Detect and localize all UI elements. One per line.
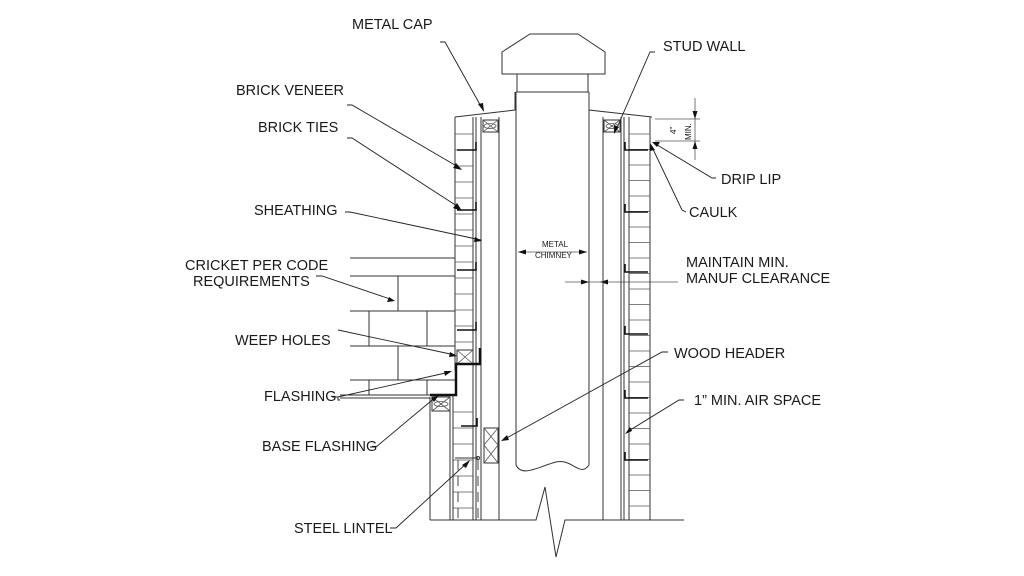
label-base-flashing: BASE FLASHING xyxy=(262,439,377,455)
label-sheathing: SHEATHING xyxy=(254,203,338,219)
dim-unit: MIN. xyxy=(684,123,693,140)
label-wood-header: WOOD HEADER xyxy=(674,346,785,362)
label-flashing: FLASHING xyxy=(264,389,337,405)
label-maintain-line2: MANUF CLEARANCE xyxy=(686,271,831,287)
label-weep-holes: WEEP HOLES xyxy=(235,333,331,349)
steel-lintel xyxy=(455,456,480,518)
metal-chimney-label-line2: CHIMNEY xyxy=(535,251,573,260)
metal-chimney-pipe xyxy=(515,92,590,472)
dim-value: 4" xyxy=(669,127,678,134)
label-drip-lip: DRIP LIP xyxy=(721,172,781,188)
label-maintain-line1: MAINTAIN MIN. xyxy=(686,255,789,271)
cricket-roof-courses xyxy=(340,257,455,399)
base-break-line xyxy=(430,486,684,558)
left-brick-ties xyxy=(457,142,478,427)
right-chase-framing xyxy=(602,117,651,520)
label-caulk: CAULK xyxy=(689,205,738,221)
right-brick-ties xyxy=(624,142,648,461)
left-chase-framing xyxy=(454,117,500,520)
leader-lines xyxy=(316,41,716,529)
label-brick-ties: BRICK TIES xyxy=(258,120,338,136)
label-cricket-line1: CRICKET PER CODE xyxy=(185,258,328,274)
label-metal-cap: METAL CAP xyxy=(352,17,433,33)
chimney-width-dimension xyxy=(518,249,587,255)
label-brick-veneer: BRICK VENEER xyxy=(236,83,344,99)
drip-lip-dimension xyxy=(655,98,700,160)
label-air-space: 1” MIN. AIR SPACE xyxy=(694,393,821,409)
metal-cap-flashing xyxy=(454,92,653,118)
right-brick-courses xyxy=(629,133,650,507)
label-cricket-line2: REQUIREMENTS xyxy=(193,274,310,290)
metal-chimney-label-line1: METAL xyxy=(542,240,569,249)
weep-hole-and-flashing xyxy=(429,348,482,520)
label-stud-wall: STUD WALL xyxy=(663,39,745,55)
left-brick-courses xyxy=(453,133,473,509)
label-steel-lintel: STEEL LINTEL xyxy=(294,521,393,537)
metal-cap-top xyxy=(501,33,606,93)
